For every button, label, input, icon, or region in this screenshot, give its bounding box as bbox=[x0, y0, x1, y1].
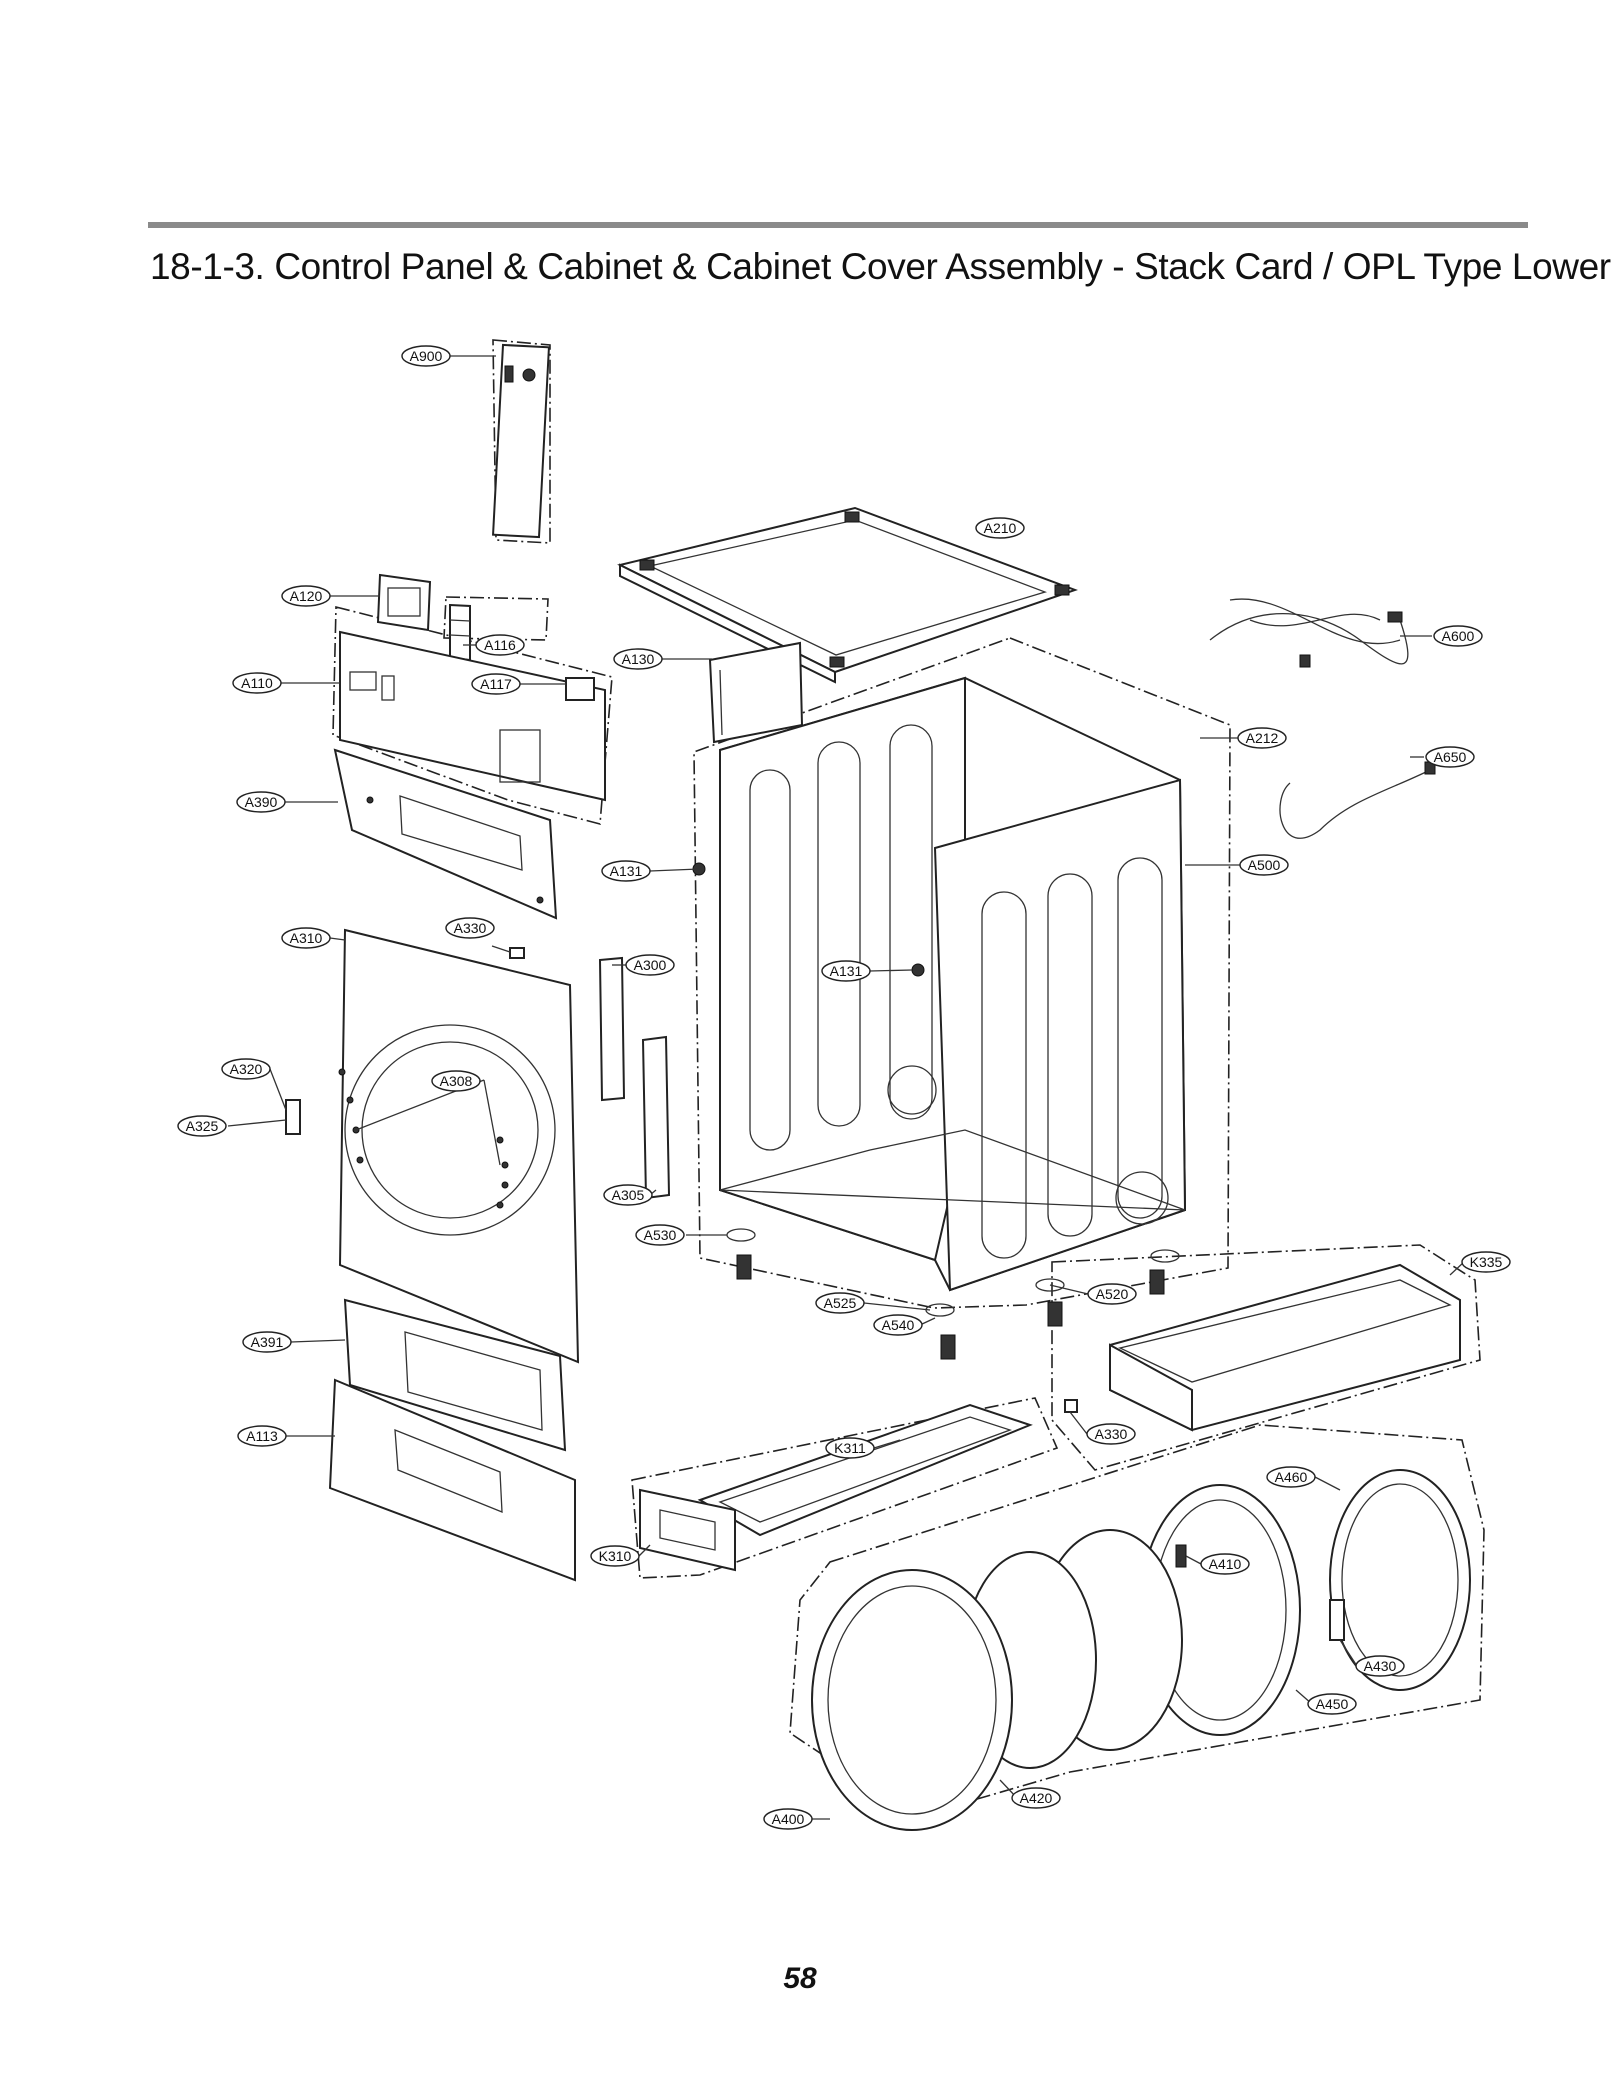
callout-label: A305 bbox=[612, 1187, 645, 1203]
callout-label: A530 bbox=[644, 1227, 677, 1243]
callout-k310: K310 bbox=[590, 1545, 640, 1567]
callout-label: A390 bbox=[245, 794, 278, 810]
callout-label: A900 bbox=[410, 348, 443, 364]
callout-a300: A300 bbox=[625, 954, 675, 976]
callout-label: A400 bbox=[772, 1811, 805, 1827]
callout-label: A450 bbox=[1316, 1696, 1349, 1712]
callout-a530: A530 bbox=[635, 1224, 685, 1246]
callout-a900: A900 bbox=[401, 345, 451, 367]
callout-label: A110 bbox=[241, 675, 273, 691]
callout-label: A391 bbox=[251, 1334, 284, 1350]
callout-label: A650 bbox=[1434, 749, 1467, 765]
callout-label: A525 bbox=[824, 1295, 857, 1311]
callout-label: A131 bbox=[830, 963, 863, 979]
callout-a650: A650 bbox=[1425, 746, 1475, 768]
callout-a110: A110 bbox=[232, 672, 282, 694]
callout-label: A410 bbox=[1209, 1556, 1242, 1572]
callout-a305: A305 bbox=[603, 1184, 653, 1206]
callout-a325: A325 bbox=[177, 1115, 227, 1137]
lower-panel-parts bbox=[328, 1298, 576, 1582]
callout-a130: A130 bbox=[613, 648, 663, 670]
page-number: 58 bbox=[783, 1962, 817, 1995]
callout-label: A130 bbox=[622, 651, 655, 667]
callout-k311: K311 bbox=[825, 1437, 875, 1459]
callout-a113: A113 bbox=[237, 1425, 287, 1447]
callout-a310: A310 bbox=[281, 927, 331, 949]
callout-label: A212 bbox=[1246, 730, 1279, 746]
callout-label: K310 bbox=[599, 1548, 632, 1564]
header-rule bbox=[148, 222, 1528, 228]
callout-label: A325 bbox=[186, 1118, 219, 1134]
callout-a500: A500 bbox=[1239, 854, 1289, 876]
callout-a525: A525 bbox=[815, 1292, 865, 1314]
callout-a120: A120 bbox=[281, 585, 331, 607]
callout-label: A300 bbox=[634, 957, 667, 973]
callout-a450: A450 bbox=[1307, 1693, 1357, 1715]
drawer-frame-part bbox=[1064, 1263, 1461, 1432]
callout-a600: A600 bbox=[1433, 625, 1483, 647]
callout-a390: A390 bbox=[236, 791, 286, 813]
callout-label: A600 bbox=[1442, 628, 1475, 644]
cabinet-part bbox=[692, 676, 1187, 1292]
callout-label: A310 bbox=[290, 930, 323, 946]
door-parts bbox=[811, 1469, 1471, 1831]
callout-a410: A410 bbox=[1200, 1553, 1250, 1575]
hinge-parts bbox=[598, 956, 671, 1200]
drawer-parts bbox=[639, 1403, 1033, 1572]
callout-a430: A430 bbox=[1355, 1655, 1405, 1677]
callout-label: A308 bbox=[440, 1073, 473, 1089]
callout-a117: A117 bbox=[471, 673, 521, 695]
callout-label: A120 bbox=[290, 588, 323, 604]
callout-label: A116 bbox=[484, 637, 516, 653]
control-panel-parts bbox=[333, 573, 606, 920]
callout-label: K335 bbox=[1470, 1254, 1503, 1270]
callout-label: A117 bbox=[480, 676, 512, 692]
callout-a330-bottom: A330 bbox=[1086, 1423, 1136, 1445]
callout-a131-left: A131 bbox=[601, 860, 651, 882]
callout-label: A540 bbox=[882, 1317, 915, 1333]
callout-label: A330 bbox=[454, 920, 487, 936]
callout-a308: A308 bbox=[431, 1070, 481, 1092]
leveling-foot-parts bbox=[726, 1228, 1180, 1360]
callout-a131-right: A131 bbox=[821, 960, 871, 982]
callout-label: A131 bbox=[610, 863, 643, 879]
page-title: 18-1-3. Control Panel & Cabinet & Cabine… bbox=[150, 246, 1611, 287]
callout-a320: A320 bbox=[221, 1058, 271, 1080]
callout-a212: A212 bbox=[1237, 727, 1287, 749]
front-panel-part bbox=[285, 928, 580, 1364]
callout-label: A520 bbox=[1096, 1286, 1129, 1302]
callout-k335: K335 bbox=[1461, 1251, 1511, 1273]
callout-a210: A210 bbox=[975, 517, 1025, 539]
callout-label: A113 bbox=[246, 1428, 278, 1444]
callout-a116: A116 bbox=[475, 634, 525, 656]
callout-a520: A520 bbox=[1087, 1283, 1137, 1305]
callout-a400: A400 bbox=[763, 1808, 813, 1830]
callout-a420: A420 bbox=[1011, 1787, 1061, 1809]
callout-label: A320 bbox=[230, 1061, 263, 1077]
control-bracket-part bbox=[708, 641, 804, 744]
callout-label: A330 bbox=[1095, 1426, 1128, 1442]
callout-a391: A391 bbox=[242, 1331, 292, 1353]
callout-label: K311 bbox=[834, 1440, 866, 1456]
callout-label: A460 bbox=[1275, 1469, 1308, 1485]
label-plate-part bbox=[492, 343, 550, 539]
callout-label: A500 bbox=[1248, 857, 1281, 873]
callout-label: A430 bbox=[1364, 1658, 1397, 1674]
callout-a330-top: A330 bbox=[445, 917, 495, 939]
callout-label: A420 bbox=[1020, 1790, 1053, 1806]
leader-lines bbox=[227, 355, 1465, 1820]
wire-harness-parts bbox=[1209, 598, 1436, 839]
callout-a460: A460 bbox=[1266, 1466, 1316, 1488]
callout-a540: A540 bbox=[873, 1314, 923, 1336]
callout-label: A210 bbox=[984, 520, 1017, 536]
